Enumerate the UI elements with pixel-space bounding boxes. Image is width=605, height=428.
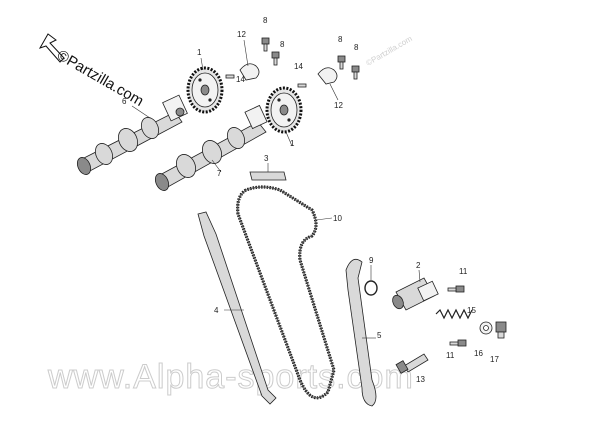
callout-12-a: 12 <box>237 30 246 39</box>
callout-8-b: 8 <box>280 40 285 49</box>
callout-13: 13 <box>416 375 425 384</box>
retaining-plate-front <box>317 67 338 85</box>
camshaft-rear <box>76 94 188 175</box>
partzilla-logo: ©Partzilla.com <box>38 33 146 110</box>
callout-2: 2 <box>416 261 421 270</box>
callout-8-a: 8 <box>263 16 268 25</box>
callout-12-b: 12 <box>334 101 343 110</box>
o-ring <box>364 280 378 296</box>
bolt-13 <box>395 353 429 374</box>
chain-guide-pad <box>249 171 287 181</box>
callout-17: 17 <box>490 355 499 364</box>
bolt-8-d <box>351 65 360 80</box>
callout-14-a: 14 <box>236 75 245 84</box>
callout-4: 4 <box>214 306 219 315</box>
camshaft-sprocket-front <box>265 86 303 134</box>
callout-16: 16 <box>474 349 483 358</box>
callout-11-b: 11 <box>446 351 455 360</box>
timing-chain <box>236 185 336 400</box>
camshaft-sprocket-rear <box>186 66 224 114</box>
bolt-8-b <box>271 51 280 66</box>
callout-9: 9 <box>369 256 374 265</box>
callout-11-a: 11 <box>459 267 468 276</box>
callout-1-rear: 1 <box>197 48 202 57</box>
callout-6: 6 <box>122 97 127 106</box>
callout-15: 15 <box>467 306 476 315</box>
alpha-sports-watermark: www.Alpha-sports.com <box>47 358 414 396</box>
callout-10: 10 <box>333 214 342 223</box>
tensioner-cap-bolt <box>495 321 507 339</box>
callout-3: 3 <box>264 154 269 163</box>
arrow-icon <box>38 33 65 63</box>
retaining-plate-rear <box>239 63 260 81</box>
bolt-11-a <box>447 285 465 293</box>
callout-7: 7 <box>217 169 222 178</box>
callout-8-c: 8 <box>338 35 343 44</box>
partzilla-logo-text: ©Partzilla.com <box>54 47 146 110</box>
callout-14-b: 14 <box>294 62 303 71</box>
chain-tensioner-guide <box>197 211 277 405</box>
chain-guide <box>345 258 377 407</box>
tensioner-spring <box>435 308 473 320</box>
bolt-8-c <box>337 55 346 70</box>
callout-1-front: 1 <box>290 139 295 148</box>
callout-8-d: 8 <box>354 43 359 52</box>
pin-14-a <box>225 74 235 79</box>
partzilla-small-watermark: ©Partzilla.com <box>365 34 415 68</box>
leader-lines <box>131 39 421 339</box>
callout-5: 5 <box>377 331 382 340</box>
bolt-8-a <box>261 37 270 52</box>
camshaft-front <box>154 104 268 191</box>
chain-tensioner <box>392 277 439 311</box>
bolt-11-b <box>449 339 467 347</box>
pin-14-b <box>297 83 307 88</box>
